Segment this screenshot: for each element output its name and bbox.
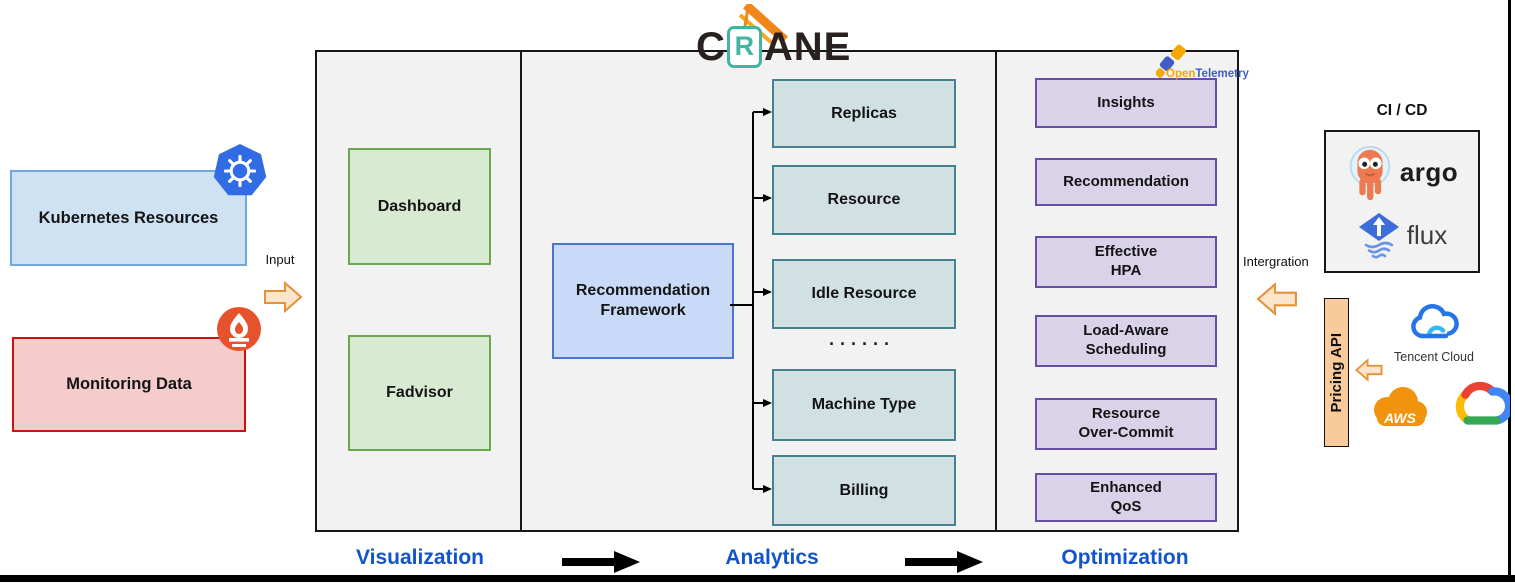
- flow-arrow-1-icon: [562, 551, 640, 573]
- crane-logo: C R ANE: [690, 4, 851, 70]
- aws-icon: AWS: [1374, 387, 1427, 426]
- crane-logo-letters: C R ANE: [696, 25, 851, 70]
- pricing-arrow-icon: [1355, 358, 1383, 382]
- machine-type-box: Machine Type: [772, 369, 956, 441]
- enhanced-qos-box: Enhanced QoS: [1035, 473, 1217, 522]
- opentelemetry-icon: [1156, 44, 1186, 78]
- crane-letter-r: R: [726, 25, 762, 68]
- integration-label: Intergration: [1243, 254, 1309, 269]
- fadvisor-box: Fadvisor: [348, 335, 491, 451]
- pricing-api-box: Pricing API: [1324, 298, 1349, 447]
- resource-over-commit-box: Resource Over-Commit: [1035, 398, 1217, 450]
- opentelemetry-wordmark: OpenTelemetry: [1166, 68, 1249, 80]
- frame-right-border: [1508, 0, 1511, 577]
- effective-hpa-box: Effective HPA: [1035, 236, 1217, 288]
- optimization-label: Optimization: [1061, 546, 1189, 569]
- argo-logo: argo: [1346, 144, 1458, 202]
- tencent-cloud-label: Tencent Cloud: [1394, 350, 1474, 364]
- argo-wordmark: argo: [1399, 157, 1459, 187]
- replicas-box: Replicas: [772, 79, 956, 148]
- google-cloud-icon: [1455, 382, 1510, 425]
- recommendation-framework-box: Recommendation Framework: [552, 243, 734, 359]
- input-label: Input: [265, 252, 295, 267]
- insights-box: Insights: [1035, 78, 1217, 128]
- cicd-box: argo flux: [1324, 130, 1480, 273]
- opentelemetry-telemetry-text: Telemetry: [1195, 68, 1249, 80]
- recommendation-box: Recommendation: [1035, 158, 1217, 206]
- divider-analytics-optimization: [995, 52, 997, 530]
- resource-box: Resource: [772, 165, 956, 235]
- kubernetes-resources-box: Kubernetes Resources: [10, 170, 247, 266]
- frame-bottom-border: [0, 575, 1515, 582]
- input-arrow-icon: [264, 280, 303, 314]
- ellipsis-dots: ······: [829, 334, 895, 354]
- kubernetes-icon: [213, 144, 267, 196]
- analytics-label: Analytics: [725, 546, 819, 569]
- divider-visualization-analytics: [520, 52, 522, 530]
- aws-wordmark: AWS: [1383, 410, 1417, 426]
- prometheus-icon: [217, 307, 261, 351]
- monitoring-data-box: Monitoring Data: [12, 337, 246, 432]
- flux-icon: [1358, 212, 1399, 259]
- analytics-connector-lines: [730, 108, 772, 493]
- opentelemetry-logo: OpenTelemetry: [1152, 44, 1272, 86]
- flow-arrow-2-icon: [905, 551, 983, 573]
- tencent-cloud-icon: [1411, 304, 1459, 339]
- argo-icon: [1349, 145, 1391, 200]
- idle-resource-box: Idle Resource: [772, 259, 956, 329]
- flux-wordmark: flux: [1406, 220, 1448, 250]
- integration-arrow-icon: [1256, 281, 1297, 317]
- billing-box: Billing: [772, 455, 956, 526]
- pricing-api-label: Pricing API: [1328, 332, 1345, 413]
- crane-letters-ane: ANE: [763, 25, 852, 69]
- flux-logo: flux: [1357, 212, 1447, 260]
- cicd-label: CI / CD: [1376, 102, 1428, 119]
- opentelemetry-open-text: Open: [1166, 68, 1196, 80]
- crane-letter-c: C: [696, 25, 725, 69]
- dashboard-box: Dashboard: [348, 148, 491, 265]
- load-aware-scheduling-box: Load-Aware Scheduling: [1035, 315, 1217, 367]
- visualization-label: Visualization: [356, 546, 484, 569]
